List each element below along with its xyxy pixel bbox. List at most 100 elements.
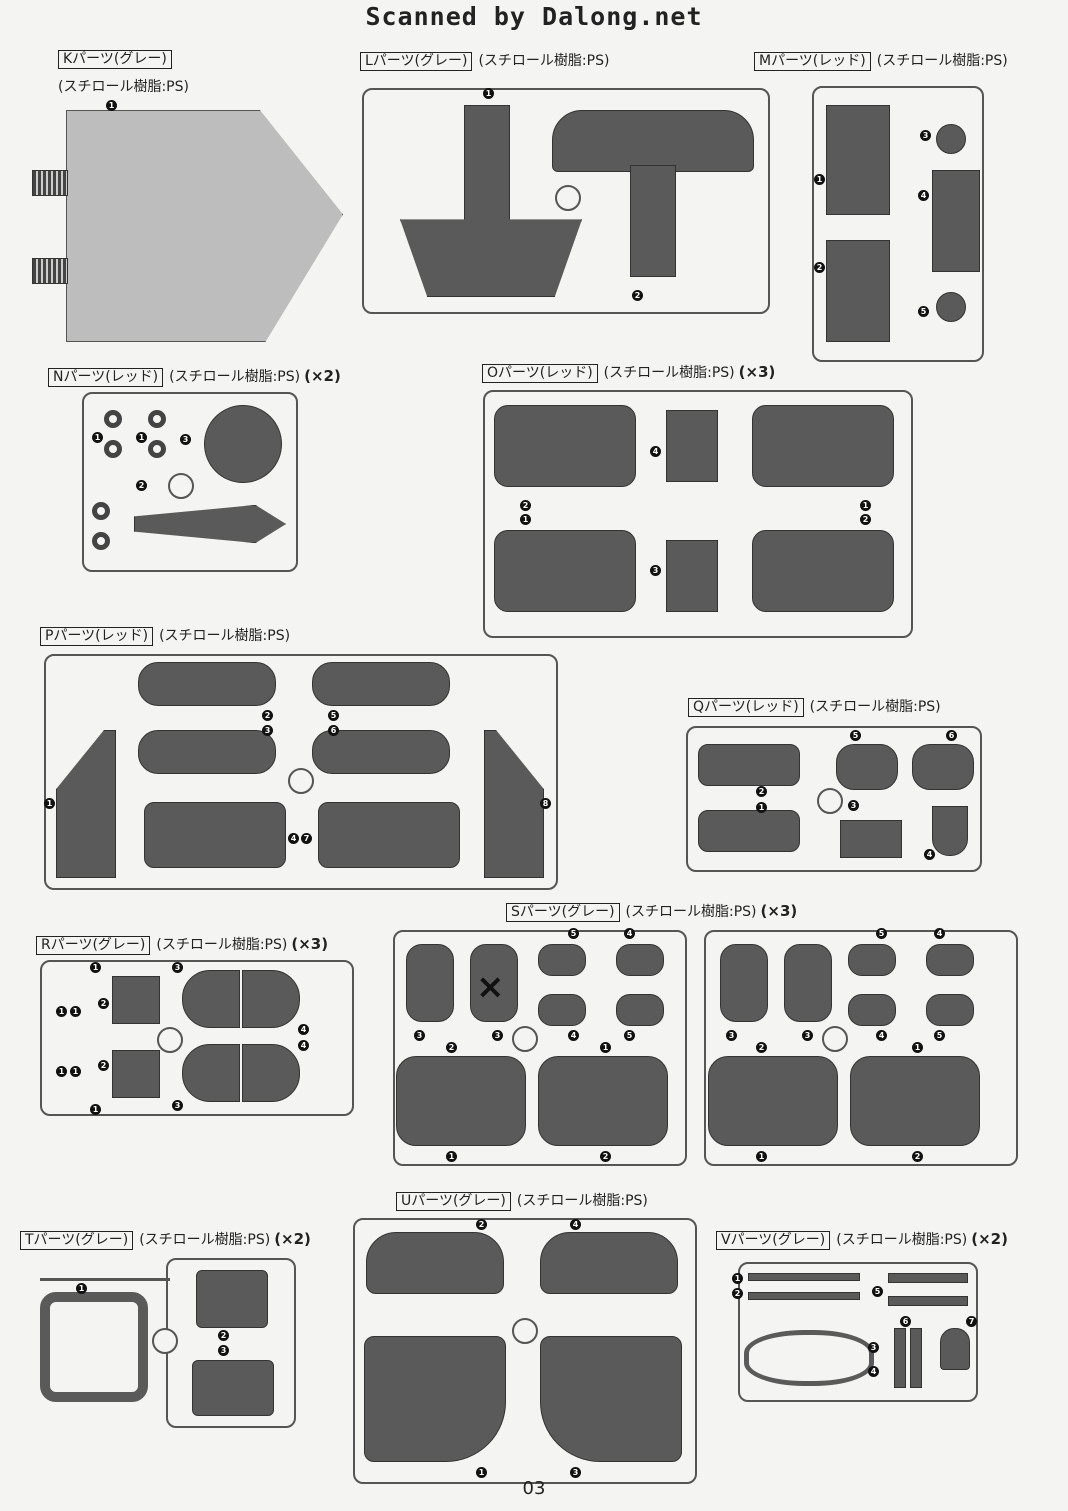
q-part-6: [912, 744, 974, 790]
p-part-7: [318, 802, 460, 868]
p-runner-frame: [44, 654, 558, 890]
part-number-3: 3: [802, 1030, 813, 1041]
k-vent-upper: [32, 170, 68, 196]
s-part-3-excluded: [470, 944, 518, 1022]
l-part-1: [464, 105, 510, 227]
s-part-4: [616, 944, 664, 976]
part-number-2: 2: [520, 500, 531, 511]
m-part-3: [936, 124, 966, 154]
part-number-5: 5: [918, 306, 929, 317]
part-number-2: 2: [814, 262, 825, 273]
part-number-2: 2: [98, 998, 109, 1009]
n-ring: [92, 502, 110, 520]
section-p-material: (スチロール樹脂:PS): [159, 628, 291, 644]
scan-banner: Scanned by Dalong.net: [365, 2, 703, 31]
r-part-2: [112, 976, 160, 1024]
part-number-5: 5: [850, 730, 861, 741]
section-s-count: (×3): [760, 902, 798, 920]
n-runner-frame: [82, 392, 298, 572]
section-r-material: (スチロール樹脂:PS): [156, 937, 288, 953]
l-part-2: [630, 165, 676, 277]
section-k-header: Kパーツ(グレー): [58, 50, 178, 69]
part-number-1: 1: [732, 1273, 743, 1284]
section-v-material: (スチロール樹脂:PS): [836, 1232, 968, 1248]
section-t-count: (×2): [274, 1230, 311, 1248]
part-number-4: 4: [650, 446, 661, 457]
part-number-5: 5: [568, 928, 579, 939]
section-o-material: (スチロール樹脂:PS): [603, 365, 735, 381]
s-part-3: [406, 944, 454, 1022]
part-number-1: 1: [476, 1467, 487, 1478]
v-part-5: [888, 1296, 968, 1306]
part-number-1: 1: [600, 1042, 611, 1053]
part-number-3: 3: [172, 1100, 183, 1111]
section-m-material: (スチロール樹脂:PS): [876, 53, 1008, 69]
r-part-3: [182, 970, 240, 1028]
part-number-1: 1: [520, 514, 531, 525]
m-part-5: [936, 292, 966, 322]
section-n-material: (スチロール樹脂:PS): [169, 369, 301, 385]
part-number-2: 2: [218, 1330, 229, 1341]
s-runner-frame-left: [393, 930, 687, 1166]
part-number-3: 3: [868, 1342, 879, 1353]
p-part-4: [144, 802, 286, 868]
o-part-1: [494, 530, 636, 612]
part-number-3: 3: [920, 130, 931, 141]
section-u-tag: Uパーツ(グレー): [396, 1192, 511, 1211]
section-s-material: (スチロール樹脂:PS): [625, 904, 757, 920]
part-number-6: 6: [900, 1316, 911, 1327]
m-runner-frame: [812, 86, 984, 362]
part-number-3: 3: [848, 800, 859, 811]
part-number-4: 4: [924, 849, 935, 860]
s-part-2: [708, 1056, 838, 1146]
section-r-header: Rパーツ(グレー)(スチロール樹脂:PS)(×3): [36, 934, 328, 955]
q-part-3: [840, 820, 902, 858]
part-number-1: 1: [446, 1151, 457, 1162]
section-p-header: Pパーツ(レッド)(スチロール樹脂:PS): [40, 625, 290, 646]
part-number-3: 3: [172, 962, 183, 973]
part-number-4: 4: [934, 928, 945, 939]
part-number-1: 1: [814, 174, 825, 185]
part-number-3: 3: [650, 565, 661, 576]
u-part-2: [366, 1232, 504, 1294]
section-r-count: (×3): [291, 935, 329, 953]
part-number-8: 8: [540, 798, 551, 809]
part-number-1: 1: [90, 1104, 101, 1115]
r-part-4: [242, 970, 300, 1028]
part-number-2: 2: [860, 514, 871, 525]
part-number-2: 2: [446, 1042, 457, 1053]
section-t-material: (スチロール樹脂:PS): [139, 1232, 271, 1248]
part-number-2: 2: [912, 1151, 923, 1162]
v-part-2: [748, 1292, 860, 1300]
page-number: 03: [522, 1478, 546, 1499]
part-number-4: 4: [298, 1040, 309, 1051]
part-number-1: 1: [92, 432, 103, 443]
section-s-tag: Sパーツ(グレー): [506, 903, 620, 922]
t-sprue-gate: [152, 1328, 178, 1354]
part-number-1: 1: [756, 1151, 767, 1162]
section-o-count: (×3): [738, 363, 776, 381]
q-sprue-gate: [817, 788, 843, 814]
part-number-3: 3: [262, 725, 273, 736]
part-number-1: 1: [756, 802, 767, 813]
section-l-header: Lパーツ(グレー)(スチロール樹脂:PS): [360, 50, 609, 71]
section-k-material: (スチロール樹脂:PS): [58, 79, 189, 95]
part-number-6: 6: [946, 730, 957, 741]
part-number-7: 7: [966, 1316, 977, 1327]
part-number-2: 2: [732, 1288, 743, 1299]
part-number-1: 1: [76, 1283, 87, 1294]
part-number-1: 1: [70, 1006, 81, 1017]
section-t-tag: Tパーツ(グレー): [20, 1231, 134, 1250]
m-part-2: [826, 240, 890, 342]
s-part-4: [616, 994, 664, 1026]
part-number-5: 5: [624, 1030, 635, 1041]
o-part-3: [666, 540, 718, 612]
part-number-5: 5: [876, 928, 887, 939]
section-q-material: (スチロール樹脂:PS): [809, 699, 941, 715]
o-part-1: [752, 405, 894, 487]
part-number-1: 1: [56, 1066, 67, 1077]
part-number-1: 1: [44, 798, 55, 809]
part-number-4: 4: [568, 1030, 579, 1041]
l-sprue-gate: [555, 185, 581, 211]
o-part-2: [752, 530, 894, 612]
